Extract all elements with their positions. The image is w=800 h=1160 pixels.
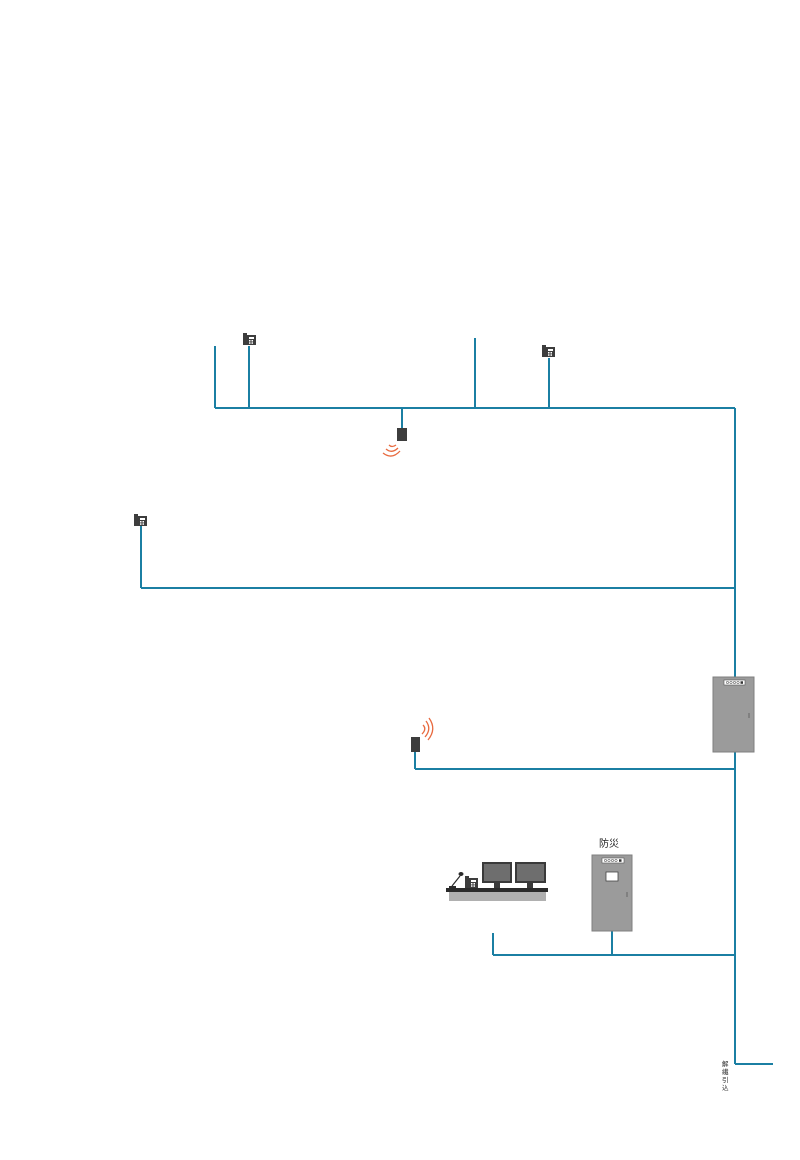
equipment-cabinet-icon: [591, 854, 633, 932]
microphone-icon: [449, 872, 464, 888]
wireless-transmitter-icon: [411, 717, 434, 752]
phone-icon: [243, 333, 256, 345]
fire-panel-label: 防災: [599, 837, 619, 850]
terminal-vertical-label: 解 繊 引 込: [722, 1059, 731, 1092]
phone-icon: [134, 514, 147, 526]
equipment-cabinet-icon: [712, 676, 755, 753]
phone-icon: [465, 876, 478, 888]
monitor-icon: [515, 862, 546, 888]
wireless-transmitter-icon: [382, 428, 407, 457]
wiring: [140, 338, 773, 1065]
phone-icon: [542, 345, 555, 357]
monitor-icon: [482, 862, 512, 888]
console-desk-icon: [446, 862, 548, 901]
